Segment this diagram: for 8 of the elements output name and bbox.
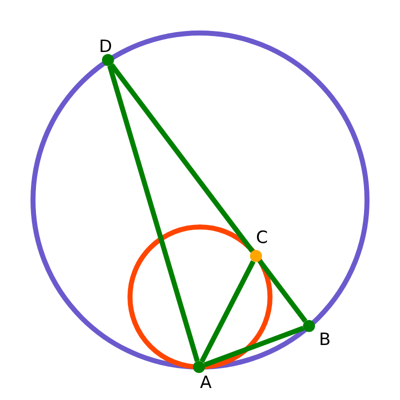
line-segment [110,63,254,253]
line-segment [204,326,304,368]
point-label: A [200,373,212,393]
point-label: C [256,228,268,248]
line-segment [107,65,200,362]
line-segment [200,260,256,363]
point-label: B [319,330,331,350]
point-label: D [99,37,112,57]
